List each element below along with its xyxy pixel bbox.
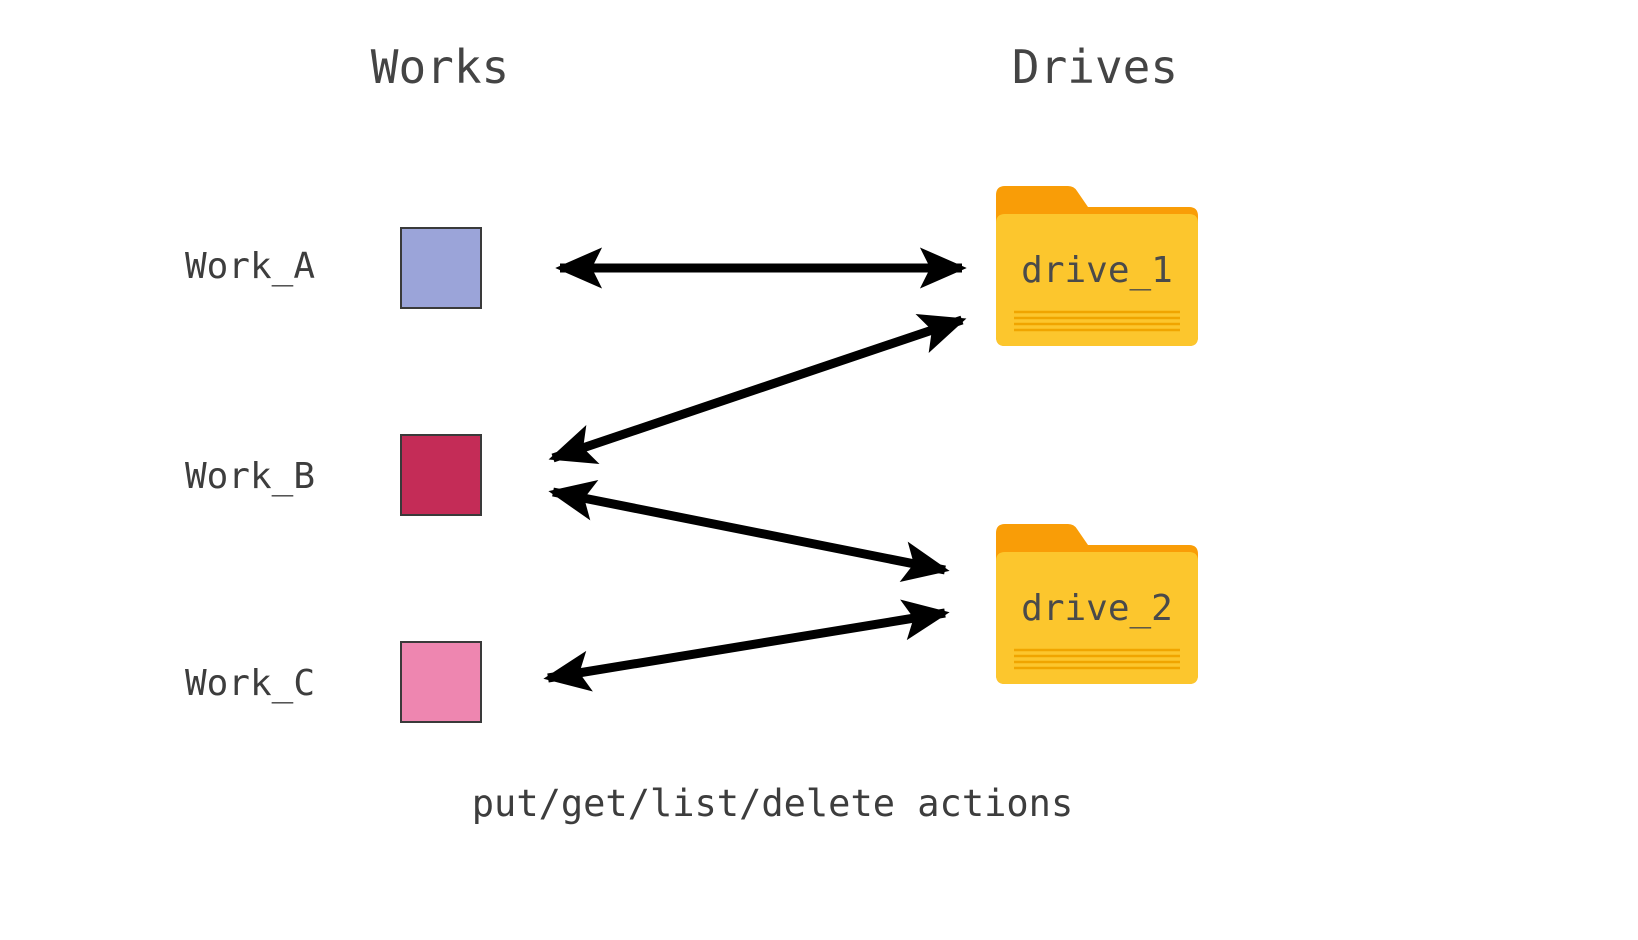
drive-folder-2[interactable] xyxy=(996,523,1198,685)
work-swatch-c xyxy=(400,641,482,723)
work-label-b: Work_B xyxy=(184,456,315,497)
folder-icon xyxy=(996,186,1198,346)
folder-icon xyxy=(996,524,1198,684)
arrow-work-b-drive-1 xyxy=(548,313,967,465)
work-swatch-b xyxy=(400,434,482,516)
arrow-work-c-drive-2 xyxy=(543,599,950,692)
diagram-caption: put/get/list/delete actions xyxy=(471,782,1074,825)
drive-folder-1[interactable] xyxy=(996,185,1198,347)
works-column-title: Works xyxy=(370,40,510,94)
drives-column-title: Drives xyxy=(1011,40,1179,94)
work-swatch-a xyxy=(400,227,482,309)
work-label-c: Work_C xyxy=(184,663,315,704)
arrow-work-b-drive-2 xyxy=(548,480,950,582)
work-label-a: Work_A xyxy=(184,246,315,287)
